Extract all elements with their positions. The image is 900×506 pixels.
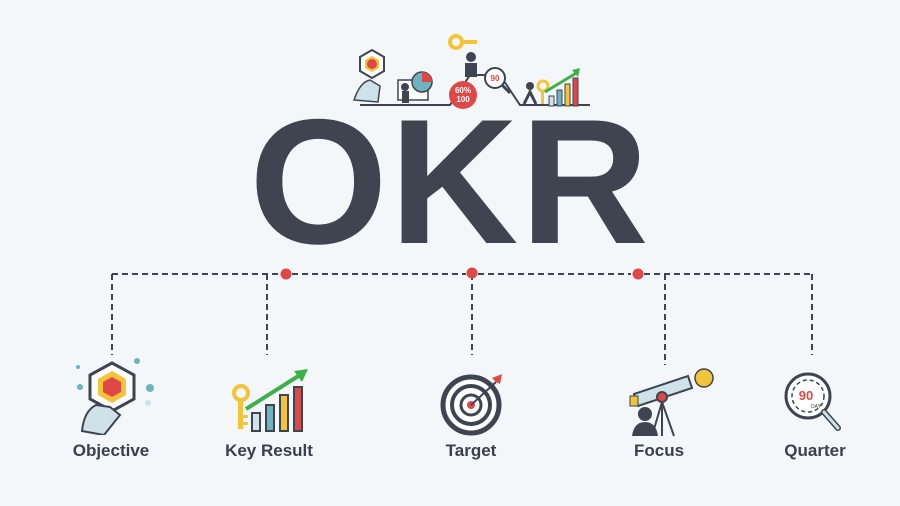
running-person-key-icon xyxy=(522,79,550,105)
magnifier-icon: 90 xyxy=(484,67,512,95)
label-target: Target xyxy=(445,441,497,460)
target-dart-icon xyxy=(440,374,502,436)
label-key-result: Key Result xyxy=(225,441,313,460)
magnifier-text: 90 xyxy=(491,74,500,83)
label-quarter: Quarter xyxy=(784,441,846,460)
percentage-badge-icon: 60% 100 xyxy=(449,81,477,109)
connector-dot xyxy=(632,268,644,280)
telescope-person-icon xyxy=(629,368,714,437)
quarter-90-text: 90 xyxy=(799,388,813,403)
okr-banner-illustration: 60% 100 90 xyxy=(352,34,590,109)
person-holding-key-icon xyxy=(448,34,477,77)
connector-dot xyxy=(280,268,292,280)
label-focus: Focus xyxy=(633,441,685,460)
label-objective: Objective xyxy=(72,441,150,460)
presentation-pie-chart-icon xyxy=(397,71,433,103)
magnifier-90-day-icon: 90 DAY xyxy=(784,372,841,431)
badge-top-text: 60% xyxy=(455,86,471,95)
quarter-day-text: DAY xyxy=(811,404,822,410)
hexagon-hand-icon xyxy=(352,48,385,103)
hexagon-hand-icon xyxy=(76,358,154,435)
connector-dot xyxy=(466,267,478,279)
key-growth-chart-icon xyxy=(232,369,308,432)
growth-bars-icon xyxy=(544,68,580,107)
badge-bottom-text: 100 xyxy=(456,95,470,104)
page-title: OKR xyxy=(249,82,651,281)
